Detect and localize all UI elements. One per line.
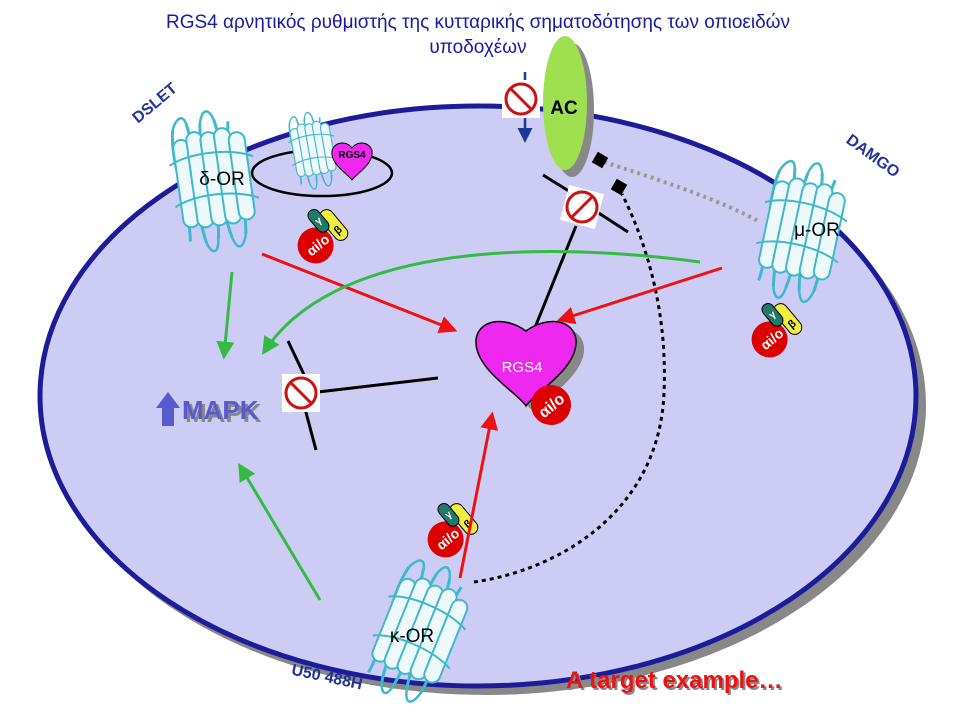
delta-to-rgs4-arrow <box>261 252 458 334</box>
mu-receptor-label: μ-OR <box>794 220 840 241</box>
ac-label: AC <box>550 98 578 119</box>
g-gamma-label: γ <box>767 309 779 321</box>
mapk-inhibition-stub-bottom <box>302 404 318 451</box>
ac-block-square-1 <box>591 151 609 169</box>
cell-membrane <box>37 103 919 689</box>
inhibition-stub-top-right <box>593 208 629 234</box>
kappa-receptor-label: κ-OR <box>390 626 434 647</box>
mapk-inhibition-icon <box>282 374 320 412</box>
inhibition-stub-top-vertical <box>532 225 578 331</box>
adenylyl-cyclase <box>543 36 587 170</box>
g-alpha-rgs4-bound: αi/o <box>531 385 571 425</box>
mapk-label: MAPK <box>182 395 259 425</box>
delta-to-mapk-arrow <box>216 271 235 360</box>
rgs4-small-heart <box>331 142 373 181</box>
g-gamma-label: γ <box>313 215 325 227</box>
mapk-inhibition-line <box>317 376 439 394</box>
rgs4-center-label: RGS4 <box>502 359 543 376</box>
mu-to-rgs4-arrow <box>556 266 723 325</box>
ac-inhibition-icon <box>502 80 540 118</box>
kappa-to-rgs4-arrow <box>458 411 499 579</box>
slide-title-line2: υποδοχέων <box>429 37 526 58</box>
kappa-to-mapk-arrow <box>238 462 322 601</box>
footer-text-shadow: A target example… <box>568 669 785 696</box>
rgs4-small-label: RGS4 <box>338 150 366 161</box>
g-protein-mu: αi/o β γ <box>751 302 803 358</box>
g-gamma-label: γ <box>443 509 455 521</box>
mapk-up-arrow-icon <box>156 392 180 426</box>
ac-block-square-2 <box>610 178 628 196</box>
footer-text: A target example… <box>566 667 783 694</box>
mapk-label-shadow: MAPK <box>185 398 262 428</box>
g-protein-delta: αi/o β γ <box>297 208 349 264</box>
gbg-inhibition-icon <box>559 184 605 230</box>
kappa-ac-dotted-link <box>473 193 666 584</box>
slide-title-line1: RGS4 αρνητικός ρυθμιστής της κυτταρικής … <box>166 12 790 33</box>
delta-receptor-label: δ-OR <box>199 169 244 190</box>
mu-to-mapk-arrow <box>262 250 701 356</box>
rgs4-center-heart <box>475 320 577 408</box>
